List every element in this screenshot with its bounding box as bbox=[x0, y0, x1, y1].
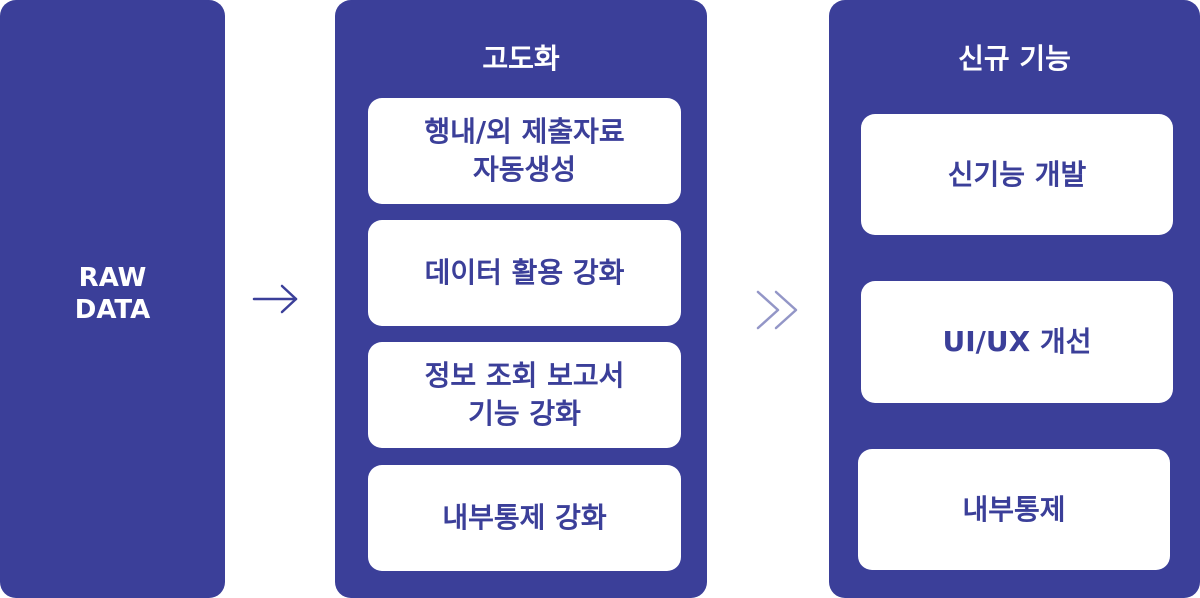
card-text-line: 데이터 활용 강화 bbox=[424, 256, 625, 289]
card-text-line: 내부통제 bbox=[962, 492, 1066, 526]
enhancement-card-data-utilization: 데이터 활용 강화 bbox=[368, 220, 681, 326]
card-text-line: 내부통제 강화 bbox=[442, 501, 607, 534]
card-text-line: 신기능 개발 bbox=[947, 157, 1087, 191]
raw-label-line: RAW bbox=[78, 263, 147, 293]
enhancement-title: 고도화 bbox=[482, 42, 560, 75]
card-text-line: 자동생성 bbox=[472, 153, 577, 186]
card-text-line: 행내/외 제출자료 bbox=[424, 115, 625, 148]
enhancement-card-report-inquiry: 정보 조회 보고서 기능 강화 bbox=[368, 342, 681, 448]
new-features-card-ui-ux: UI/UX 개선 bbox=[861, 281, 1173, 403]
new-features-card-development: 신기능 개발 bbox=[861, 114, 1173, 235]
enhancement-card-auto-generation: 행내/외 제출자료 자동생성 bbox=[368, 98, 681, 204]
single-right-arrow-icon bbox=[252, 284, 298, 314]
card-text-line: 기능 강화 bbox=[468, 397, 581, 430]
enhancement-panel: 고도화 행내/외 제출자료 자동생성 데이터 활용 강화 정보 조회 보고서 기… bbox=[335, 0, 707, 598]
new-features-title: 신규 기능 bbox=[958, 42, 1071, 75]
raw-label-line: DATA bbox=[74, 295, 151, 325]
raw-data-label: RAW DATA bbox=[0, 262, 225, 326]
card-text-line: 정보 조회 보고서 bbox=[424, 359, 625, 392]
new-features-card-internal-control: 내부통제 bbox=[858, 449, 1170, 570]
new-features-panel: 신규 기능 신기능 개발 UI/UX 개선 내부통제 bbox=[829, 0, 1200, 598]
card-text-line: UI/UX 개선 bbox=[942, 325, 1092, 358]
enhancement-card-internal-control: 내부통제 강화 bbox=[368, 465, 681, 571]
raw-data-panel: RAW DATA bbox=[0, 0, 225, 598]
double-chevron-right-icon bbox=[756, 290, 798, 330]
